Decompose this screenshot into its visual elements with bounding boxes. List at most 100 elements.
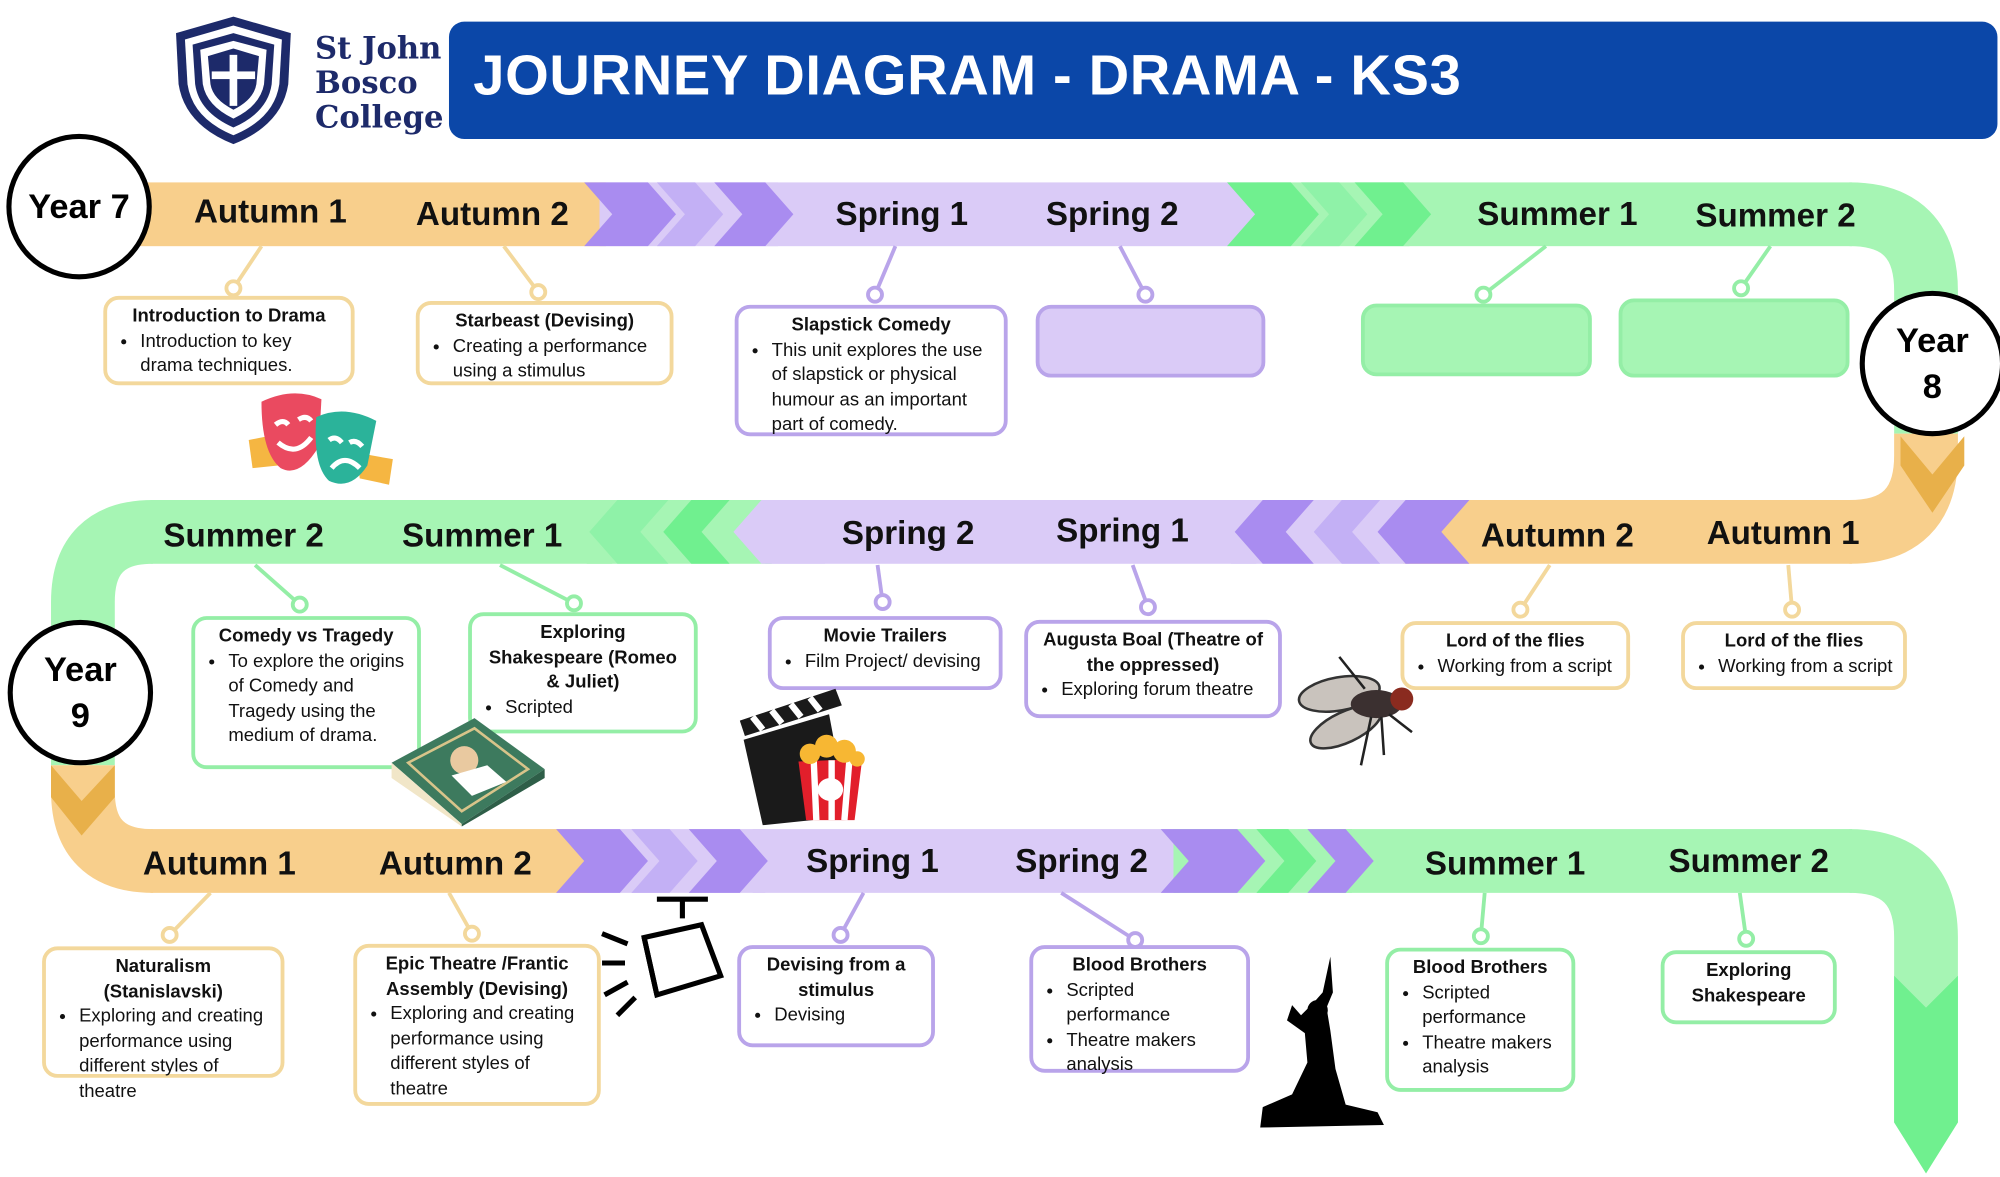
unit-bullet: Scripted performance xyxy=(1422,982,1561,1032)
season-label: Spring 1 xyxy=(806,841,939,880)
unit-bullet: Working from a script xyxy=(1718,655,1893,680)
unit-bullet: Theatre makers analysis xyxy=(1422,1032,1561,1082)
school-name-line: St John xyxy=(315,29,442,67)
season-label: Summer 2 xyxy=(1668,841,1829,880)
unit-card: Slapstick ComedyThis unit explores the u… xyxy=(734,304,1008,439)
unit-bullet: Theatre makers analysis xyxy=(1066,1029,1236,1079)
season-label: Autumn 2 xyxy=(1480,515,1634,555)
unit-card: Blood BrothersScripted performanceTheatr… xyxy=(1385,947,1576,1092)
down-arrow-icon xyxy=(51,765,115,836)
unit-bullet: Scripted performance xyxy=(1066,979,1236,1029)
road-curve-left xyxy=(51,765,155,893)
road-autumn xyxy=(1403,499,1853,564)
chevron-arrow xyxy=(1377,499,1470,564)
unit-card: Lord of the fliesWorking from a script xyxy=(1681,621,1907,691)
year-text: Year 7 xyxy=(28,184,130,230)
end-arrow-icon xyxy=(1894,975,1958,1174)
unit-bullets: Scripted performanceTheatre makers analy… xyxy=(1043,979,1236,1079)
unit-bullet: Working from a script xyxy=(1437,655,1616,680)
road-spring xyxy=(765,182,1257,247)
season-label: Autumn 2 xyxy=(415,194,569,233)
unit-card xyxy=(1035,304,1266,378)
unit-card: Epic Theatre /Frantic Assembly (Devising… xyxy=(353,943,601,1106)
season-label: Summer 1 xyxy=(401,515,563,555)
fly-icon xyxy=(1297,656,1414,766)
connector-node xyxy=(1139,598,1157,617)
unit-card: Starbeast (Devising)Creating a performan… xyxy=(415,301,674,386)
shield-crest-icon xyxy=(176,16,291,145)
unit-bullet: Film Project/ devising xyxy=(805,650,989,675)
year-label: Year xyxy=(28,187,102,226)
connector-node xyxy=(1732,279,1750,298)
unit-bullets: This unit explores the use of slapstick … xyxy=(749,339,994,439)
chevron-arrow xyxy=(1256,829,1317,893)
unit-card: Blood BrothersScripted performanceTheatr… xyxy=(1029,945,1250,1076)
season-label: Spring 2 xyxy=(1045,194,1179,233)
unit-bullets: Scripted performanceTheatre makers analy… xyxy=(1399,982,1561,1082)
unit-card: Exploring Shakespeare (Romeo & Juliet)Sc… xyxy=(468,612,698,734)
road-spring xyxy=(765,499,1257,564)
season-label: Summer 2 xyxy=(163,515,324,555)
connector-node xyxy=(1136,285,1155,304)
school-name: St John Bosco College xyxy=(315,31,443,134)
clapperboard-popcorn-icon xyxy=(739,688,865,826)
year-badge: Year 7 xyxy=(6,133,152,280)
connector-line xyxy=(1060,891,1137,942)
unit-bullet: Exploring and creating performance using… xyxy=(79,1005,270,1105)
theatre-masks-icon xyxy=(248,393,393,485)
unit-title: Naturalism (Stanislavski) xyxy=(103,956,223,1003)
unit-bullet: Introduction to key drama techniques. xyxy=(140,330,340,380)
unit-bullets: Working from a script xyxy=(1415,655,1617,680)
unit-title: Slapstick Comedy xyxy=(791,315,951,336)
chevron-arrow xyxy=(631,829,698,893)
unit-title: Devising from a stimulus xyxy=(766,955,906,1001)
unit-title: Movie Trailers xyxy=(823,626,947,647)
unit-card: Lord of the fliesWorking from a script xyxy=(1400,621,1631,691)
chevron-arrow xyxy=(714,182,794,247)
unit-card xyxy=(1618,298,1850,378)
season-label: Autumn 1 xyxy=(1706,513,1860,552)
unit-bullets: Devising xyxy=(751,1004,921,1029)
unit-bullets: Scripted xyxy=(482,696,684,721)
connector-node xyxy=(1471,927,1490,946)
unit-title: Exploring Shakespeare xyxy=(1691,960,1806,1006)
road-summer xyxy=(1339,829,1853,893)
season-label: Summer 1 xyxy=(1477,194,1638,233)
down-arrow-icon xyxy=(1900,436,1965,513)
chevron-arrow xyxy=(1307,829,1374,893)
season-label: Spring 2 xyxy=(841,513,975,552)
connector-node xyxy=(866,285,884,304)
unit-bullets: Exploring and creating performance using… xyxy=(56,1005,270,1105)
year-number: 8 xyxy=(1922,367,1942,406)
road-autumn xyxy=(150,829,600,893)
unit-card: Comedy vs TragedyTo explore the origins … xyxy=(191,616,421,770)
unit-bullets: Exploring forum theatre xyxy=(1038,679,1268,704)
unit-card xyxy=(1360,303,1592,377)
connector-node xyxy=(463,924,481,943)
connector-line xyxy=(1482,244,1548,297)
connector-node xyxy=(873,593,892,611)
unit-title: Introduction to Drama xyxy=(132,306,326,327)
connector-line xyxy=(502,245,540,294)
connector-node xyxy=(1737,929,1756,948)
unit-title: Lord of the flies xyxy=(1445,631,1585,652)
unit-bullets: Exploring and creating performance using… xyxy=(367,1003,586,1103)
unit-bullets: Introduction to key drama techniques. xyxy=(117,330,340,380)
unit-bullet: This unit explores the use of slapstick … xyxy=(772,339,994,439)
connector-node xyxy=(1511,600,1530,619)
chevron-arrow xyxy=(1227,182,1319,247)
connector-line xyxy=(499,563,575,606)
page-title: JOURNEY DIAGRAM - DRAMA - KS3 xyxy=(473,44,1462,108)
unit-bullets: To explore the origins of Comedy and Tra… xyxy=(205,650,407,750)
unit-card: Devising from a stimulusDevising xyxy=(737,945,935,1048)
chevron-arrow xyxy=(1301,182,1368,247)
road-spring xyxy=(752,829,1180,893)
chevron-arrow xyxy=(733,499,826,564)
chevron-arrow xyxy=(1234,499,1314,564)
season-label: Autumn 2 xyxy=(378,843,532,883)
shakespeare-book-icon xyxy=(391,718,545,827)
